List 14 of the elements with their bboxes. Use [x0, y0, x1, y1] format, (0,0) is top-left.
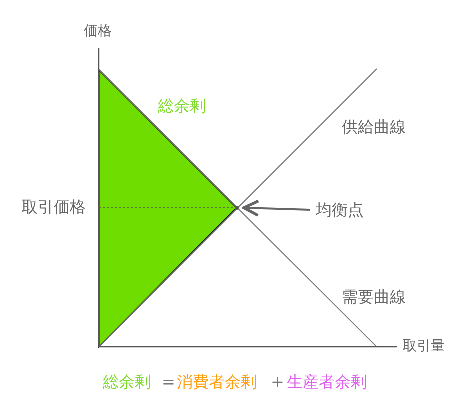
- equilibrium-point: [235, 206, 239, 210]
- area-label: 総余剰: [158, 96, 206, 116]
- axis-title: 価格: [84, 24, 112, 40]
- curve-label: 供給曲線: [342, 117, 406, 137]
- axis-title: 取引量: [403, 338, 445, 356]
- formula-term: 消費者余剰: [177, 372, 257, 392]
- leader-arrow: [242, 200, 310, 218]
- formula-term: 総余剰: [103, 372, 151, 392]
- formula-term: 生産者余剰: [287, 372, 367, 392]
- curve-label: 需要曲線: [342, 287, 406, 307]
- point-label: 均衡点: [316, 200, 364, 220]
- formula-operator: +: [271, 372, 284, 392]
- price-label: 取引価格: [22, 197, 86, 217]
- formula-operator: =: [162, 372, 176, 392]
